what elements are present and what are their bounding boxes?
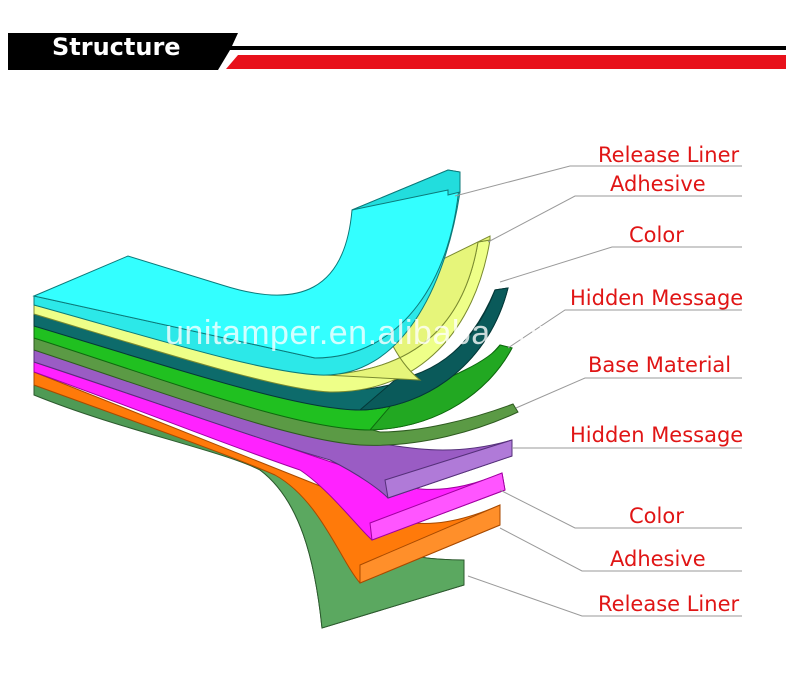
leader-line-5 <box>515 377 742 409</box>
label-adhesive-top: Adhesive <box>610 172 706 196</box>
label-release-liner-top: Release Liner <box>598 143 740 167</box>
leader-line-1 <box>454 165 742 197</box>
header-band <box>8 33 786 70</box>
label-color-bottom: Color <box>629 504 684 528</box>
leader-line-3 <box>499 246 742 283</box>
leader-line-7 <box>499 489 742 529</box>
label-base-material: Base Material <box>588 353 732 377</box>
leader-line-4 <box>507 309 742 349</box>
layer-color-top <box>33 287 509 411</box>
label-adhesive-bottom: Adhesive <box>610 547 706 571</box>
leader-line-9 <box>467 575 742 617</box>
label-hidden-message-bottom: Hidden Message <box>570 423 744 447</box>
page-title: Structure <box>52 33 181 61</box>
leader-lines <box>454 165 742 617</box>
watermark-text: unitamper.en.alibaba.com <box>165 314 567 352</box>
label-release-liner-bottom: Release Liner <box>598 592 740 616</box>
layer-release-liner-top <box>32 169 461 376</box>
leader-line-8 <box>499 527 742 572</box>
label-hidden-message-top: Hidden Message <box>570 286 744 310</box>
label-color-top: Color <box>629 223 684 247</box>
leader-line-2 <box>487 195 742 243</box>
layer-base-material <box>33 337 519 446</box>
layer-hidden-message-top <box>33 325 513 431</box>
